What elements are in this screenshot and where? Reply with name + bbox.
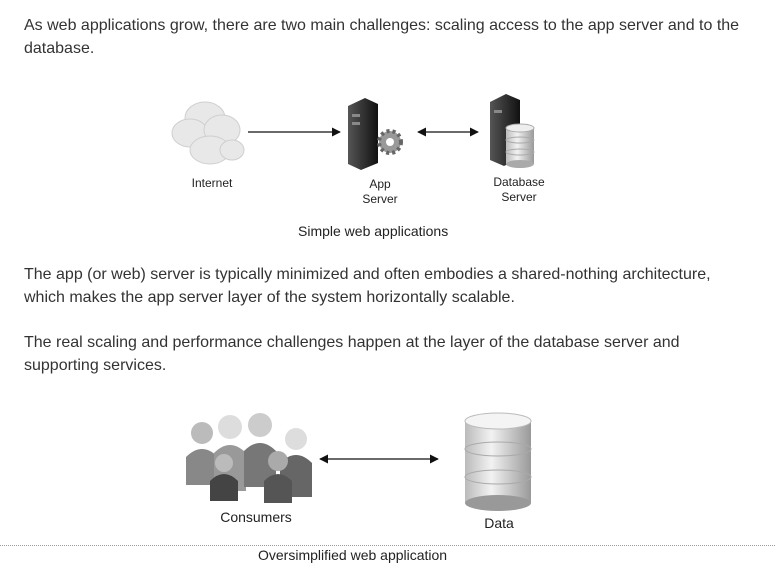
diagram1-caption: Simple web applications — [298, 223, 449, 239]
intro-paragraph: As web applications grow, there are two … — [24, 17, 740, 57]
consumers-icon — [186, 413, 312, 503]
simple-web-app-diagram — [171, 94, 535, 170]
app-server-icon — [348, 98, 403, 170]
diagram2-caption: Oversimplified web application — [258, 547, 448, 563]
internet-label: Internet — [191, 176, 233, 190]
database-server-icon — [490, 94, 535, 168]
consumers-label: Consumers — [220, 509, 292, 525]
data-cylinder-icon — [464, 412, 532, 511]
data-label: Data — [484, 515, 514, 531]
divider — [0, 545, 775, 546]
scaling-paragraph: The real scaling and performance challen… — [24, 334, 680, 374]
app-server-paragraph: The app (or web) server is typically min… — [24, 266, 711, 306]
internet-cloud-icon — [171, 101, 245, 165]
oversimplified-web-app-diagram — [186, 412, 532, 511]
